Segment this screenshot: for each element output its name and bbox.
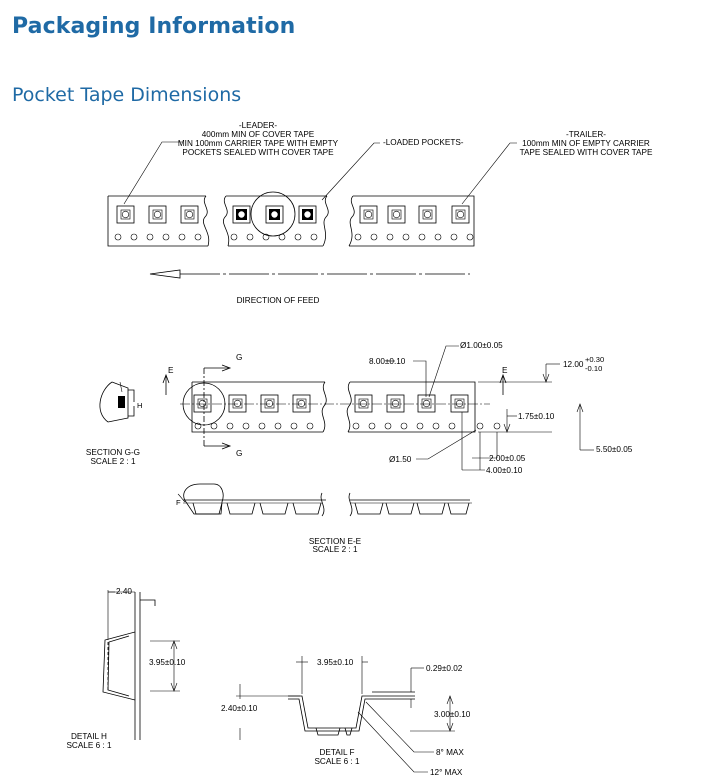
detail-h-dim-top: 2.40 xyxy=(116,587,132,596)
dim-pocket-pitch: 8.00±0.10 xyxy=(369,357,406,366)
detail-f-dim-angle-8: 8° MAX xyxy=(436,748,464,757)
section-ee-scale: SCALE 2 : 1 xyxy=(312,545,358,554)
section-gg-drawing xyxy=(99,381,135,423)
dim-tape-width-minus: -0.10 xyxy=(585,364,602,373)
section-gg-detail-letter: H xyxy=(137,401,142,410)
tape-dimension-view: G G E E Ø1.00±0.05 8.00±0.10 12.00 +0.30… xyxy=(86,341,633,554)
trailer-text-2: TAPE SEALED WITH COVER TAPE xyxy=(520,148,653,157)
detail-f-dim-depth-right: 3.00±0.10 xyxy=(434,710,471,719)
feed-diagram: -LEADER- 400mm MIN OF COVER TAPE MIN 100… xyxy=(107,121,653,305)
feed-direction-arrow xyxy=(149,269,470,279)
section-gg-scale: SCALE 2 : 1 xyxy=(90,457,136,466)
dim-sprocket-diameter: Ø1.50 xyxy=(389,455,412,464)
detail-f-dim-angle-12: 12° MAX xyxy=(430,768,463,777)
section-g-marker xyxy=(203,364,232,450)
section-e-letter-left: E xyxy=(168,366,174,375)
loaded-pocket-highlight xyxy=(250,191,296,237)
dim-tape-outline xyxy=(191,381,476,433)
feed-sprocket-holes xyxy=(114,233,474,241)
section-e-marker xyxy=(162,373,507,395)
detail-h-drawing: 2.40 3.95±0.10 DETAIL H SCALE 6 : 1 xyxy=(66,587,185,750)
detail-h-label: DETAIL H xyxy=(71,732,107,741)
dim-sprocket-holes xyxy=(194,422,501,430)
dim-hole-offset: 2.00±0.05 xyxy=(489,454,526,463)
section-ee-drawing xyxy=(177,483,472,517)
dim-tape-width: 12.00 xyxy=(563,360,584,369)
dim-hole-diameter: Ø1.00±0.05 xyxy=(460,341,503,350)
section-gg-label: SECTION G-G xyxy=(86,448,140,457)
detail-f-dim-cover: 0.29±0.02 xyxy=(426,664,463,673)
detail-f-scale: SCALE 6 : 1 xyxy=(314,757,360,766)
detail-f-dim-top-width: 3.95±0.10 xyxy=(317,658,354,667)
detail-f-drawing: 3.95±0.10 0.29±0.02 2.40±0.10 3.00±0.10 … xyxy=(221,656,471,777)
leader-text-2: MIN 100mm CARRIER TAPE WITH EMPTY xyxy=(178,139,339,148)
dim-offset-lines xyxy=(461,412,498,471)
leader-text-3: POCKETS SEALED WITH COVER TAPE xyxy=(182,148,334,157)
dim-pockets xyxy=(193,394,469,413)
direction-of-feed-label: DIRECTION OF FEED xyxy=(237,296,320,305)
section-e-letter-right: E xyxy=(502,366,508,375)
feed-leader-lines xyxy=(123,141,517,205)
dim-tape-width-plus: +0.30 xyxy=(585,355,604,364)
page-title: Packaging Information xyxy=(12,14,296,39)
feed-pockets xyxy=(116,205,470,224)
detail-h-dim-pocket: 3.95±0.10 xyxy=(149,658,186,667)
section-g-letter-bottom: G xyxy=(236,449,242,458)
detail-f-dim-depth-left: 2.40±0.10 xyxy=(221,704,258,713)
detail-f-label: DETAIL F xyxy=(319,748,354,757)
dim-edge-lines xyxy=(503,409,517,433)
section-title: Pocket Tape Dimensions xyxy=(12,84,242,106)
trailer-heading: -TRAILER- xyxy=(566,130,606,139)
dim-edge-distance: 1.75±0.10 xyxy=(518,412,555,421)
leader-heading: -LEADER- xyxy=(239,121,277,130)
leader-text-1: 400mm MIN OF COVER TAPE xyxy=(202,130,315,139)
dim-center-lines xyxy=(576,403,594,451)
trailer-text-1: 100mm MIN OF EMPTY CARRIER xyxy=(522,139,650,148)
feed-tape-outline xyxy=(107,195,475,247)
dim-center-distance: 5.50±0.05 xyxy=(596,445,633,454)
loaded-pockets-label: -LOADED POCKETS- xyxy=(383,138,464,147)
section-ee-detail-letter: F xyxy=(176,498,181,507)
section-g-letter-top: G xyxy=(236,353,242,362)
dim-sprocket-pitch: 4.00±0.10 xyxy=(486,466,523,475)
detail-h-scale: SCALE 6 : 1 xyxy=(66,741,112,750)
dim-width-lines xyxy=(478,363,560,433)
section-ee-label: SECTION E-E xyxy=(309,537,362,546)
